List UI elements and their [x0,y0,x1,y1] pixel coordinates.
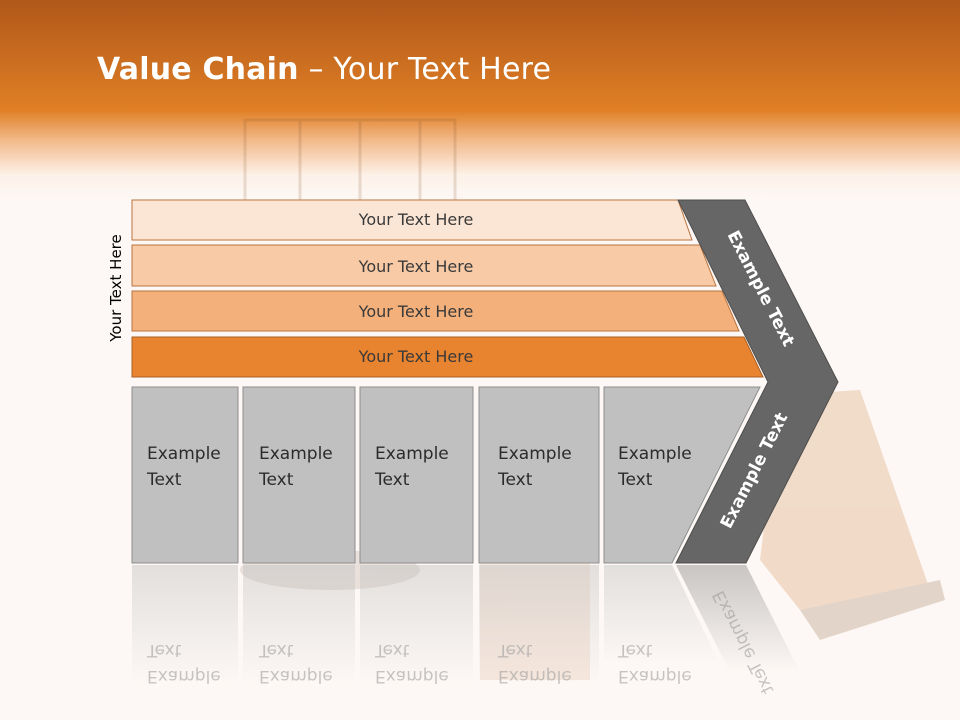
box-0: Example Text [131,386,239,564]
bar-0-label: Your Text Here [358,210,474,229]
title-bold: Value Chain [97,52,299,87]
bar-3-label: Your Text Here [358,347,474,366]
box-1-line2: Text [258,470,294,490]
box-1-shape [242,386,356,564]
box-4-reflection-line2: Text [617,640,653,660]
box-3-reflection-line2: Text [497,640,533,660]
box-4-shape [603,386,761,564]
chevron-reflection [676,565,800,672]
box-4-reflection-line1: Example [618,666,692,686]
box-2-reflection [360,565,473,685]
box-1: Example Text [242,386,356,564]
box-4: Example Text [603,386,761,564]
box-3: Example Text [478,386,600,564]
box-2-reflection-line2: Text [374,640,410,660]
bar-2-label: Your Text Here [358,302,474,321]
box-3-reflection-line1: Example [498,666,572,686]
bar-2-shape [131,290,740,332]
bar-0-shape [131,199,693,241]
bar-3: Your Text Here [131,336,764,378]
page-title: Value Chain – Your Text Here [97,52,551,87]
box-2-reflection-line1: Example [375,666,449,686]
box-3-line1: Example [498,444,572,464]
box-0-shape [131,386,239,564]
box-2-line2: Text [374,470,410,490]
bar-2: Your Text Here [131,290,740,332]
box-0-line1: Example [147,444,221,464]
box-0-reflection-line2: Text [146,640,182,660]
bar-0: Your Text Here [131,199,693,241]
box-3-line2: Text [497,470,533,490]
box-2-line1: Example [375,444,449,464]
box-0-reflection [132,565,238,685]
box-2: Example Text [359,386,474,564]
box-2-shape [359,386,474,564]
boxes-reflection: Text Example Text Example Text Example T… [132,565,800,698]
box-0-line2: Text [146,470,182,490]
box-0-reflection-line1: Example [147,666,221,686]
box-1-line1: Example [259,444,333,464]
box-4-line1: Example [618,444,692,464]
chevron-shape [675,199,839,564]
title-rest: – Your Text Here [298,52,552,87]
box-3-reflection [479,565,599,685]
bar-1-label: Your Text Here [358,257,474,276]
bar-1: Your Text Here [131,244,717,287]
box-1-reflection-line1: Example [259,666,333,686]
header-band [0,0,960,200]
box-1-reflection-line2: Text [258,640,294,660]
box-4-line2: Text [617,470,653,490]
box-4-reflection [604,565,720,665]
bar-1-shape [131,244,717,287]
box-1-reflection [243,565,355,685]
bar-3-shape [131,336,764,378]
box-3-shape [478,386,600,564]
